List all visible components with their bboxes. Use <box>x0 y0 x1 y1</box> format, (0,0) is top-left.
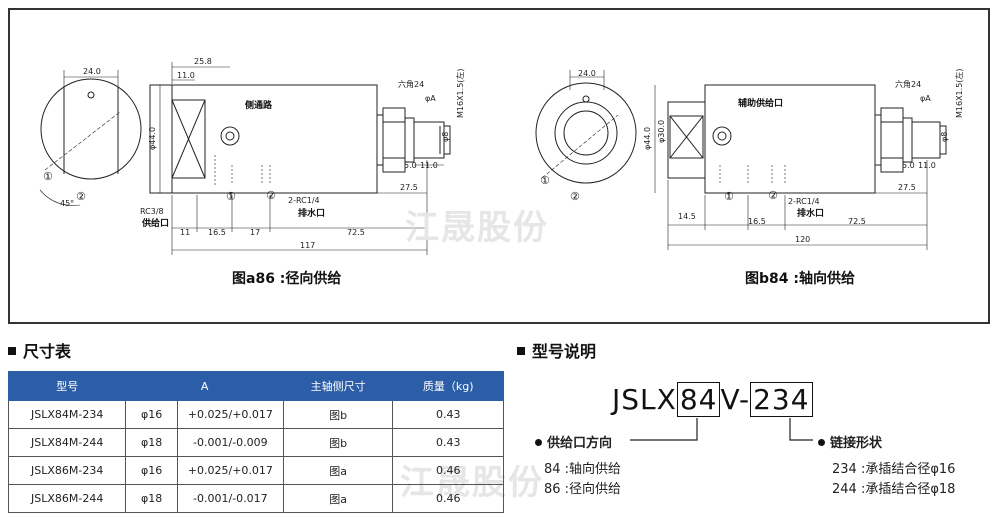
b-dim-275: 27.5 <box>898 183 916 192</box>
b-dim-m16: M16X1.5(左) <box>954 68 964 118</box>
link-shape-title-text: 链接形状 <box>830 436 883 451</box>
cell-spindle-fig: 图b <box>282 400 394 429</box>
a-circle-1-end: ① <box>43 170 53 183</box>
a-dim-phi8: φ8 <box>441 132 450 142</box>
a-dim-17: 17 <box>250 228 260 237</box>
a-dim-b11: 11 <box>180 228 190 237</box>
watermark-top: 江晟股份 <box>405 208 549 248</box>
cell-a-phi: φ16 <box>125 456 178 485</box>
cell-a-phi: φ18 <box>125 484 178 513</box>
b-dim-30: φ30.0 <box>657 120 666 143</box>
supply-direction-title: 供给口方向 <box>535 432 612 451</box>
a-circle-2-side: ② <box>266 189 276 202</box>
a-dim-50: 5.0 <box>404 161 417 170</box>
b-dim-120: 120 <box>795 235 810 244</box>
cell-model: JSLX84M-234 <box>7 400 127 429</box>
model-code-1: 84 <box>676 382 721 417</box>
b-dim-110: 11.0 <box>918 161 936 170</box>
supply-direction-title-text: 供给口方向 <box>547 436 613 451</box>
figure-b-caption: 图b84 :轴向供给 <box>745 271 855 287</box>
b-label-drain: 排水口 <box>797 207 824 219</box>
a-dim-275: 27.5 <box>400 183 418 192</box>
a-label-supply: 供给口 <box>141 217 169 229</box>
a-dim-258: 25.8 <box>194 57 212 66</box>
b-label-rc2: 2-RC1/4 <box>788 197 820 206</box>
cell-model: JSLX86M-234 <box>7 456 127 485</box>
col-header-spindle: 主轴侧尺寸 <box>282 371 394 401</box>
link-shape-title: 链接形状 <box>818 432 882 451</box>
cell-a-tolerance: -0.001/-0.009 <box>176 428 284 457</box>
a-dim-phia: φA <box>425 94 436 103</box>
cell-model: JSLX86M-244 <box>7 484 127 513</box>
dot-icon <box>535 439 542 446</box>
b-end-view-circle <box>535 82 637 184</box>
cell-mass: 0.43 <box>392 400 504 429</box>
model-explain-title-text: 型号说明 <box>532 342 597 361</box>
b-dim-hex: 六角24 <box>895 79 921 89</box>
b-circle-2-end: ② <box>570 190 580 203</box>
dimension-table-title: 尺寸表 <box>8 338 71 362</box>
b-dim-145: 14.5 <box>678 212 696 221</box>
a-dim-hex: 六角24 <box>398 79 424 89</box>
a-dim-45: 45° <box>60 199 74 208</box>
cell-mass: 0.46 <box>392 484 504 513</box>
cell-a-tolerance: -0.001/-0.017 <box>176 484 284 513</box>
square-bullet-icon <box>8 346 16 355</box>
dimension-table-title-text: 尺寸表 <box>23 342 72 361</box>
supply-item-86: 86 :径向供给 <box>544 482 622 497</box>
a-label-rc2: 2-RC1/4 <box>288 196 320 205</box>
b-circle-1-end: ① <box>540 174 550 187</box>
model-dash: V- <box>720 383 751 416</box>
a-circle-2-end: ② <box>76 190 86 203</box>
b-dim-165: 16.5 <box>748 217 766 226</box>
figure-a-caption: 图a86 :径向供给 <box>232 271 342 287</box>
b-dim-phi8: φ8 <box>940 132 949 142</box>
b-circle-2-side: ② <box>768 189 778 202</box>
a-dim-110: 11.0 <box>420 161 438 170</box>
supply-item-84: 84 :轴向供给 <box>544 462 622 477</box>
square-bullet-icon <box>517 346 525 355</box>
a-dim-24: 24.0 <box>83 67 101 76</box>
a-dim-11: 11.0 <box>177 71 195 80</box>
b-dim-24: 24.0 <box>578 69 596 78</box>
model-explain-title: 型号说明 <box>517 338 596 362</box>
b-label-aux: 辅助供给口 <box>738 97 783 109</box>
a-dim-725: 72.5 <box>347 228 365 237</box>
a-dim-m16: M16X1.5(左) <box>455 68 465 118</box>
b-dim-725: 72.5 <box>848 217 866 226</box>
a-end-view-circle <box>40 78 142 180</box>
model-prefix: JSLX <box>612 383 677 416</box>
col-header-model: 型号 <box>7 371 127 401</box>
cell-mass: 0.43 <box>392 428 504 457</box>
b-circle-1-side: ① <box>724 190 734 203</box>
a-dim-44: φ44.0 <box>148 127 157 150</box>
dot-icon <box>818 439 825 446</box>
technical-drawing: 24.0 25.8 11.0 φ44.0 45° 11 16.5 17 72.5… <box>39 57 964 255</box>
model-code-2: 234 <box>750 382 813 417</box>
a-label-rc: RC3/8 <box>140 207 164 216</box>
b-dim-50: 5.0 <box>902 161 915 170</box>
link-item-234: 234 :承插结合径φ16 <box>832 462 956 477</box>
b-dim-44: φ44.0 <box>643 127 652 150</box>
a-label-drain: 排水口 <box>298 207 325 219</box>
link-item-244: 244 :承插结合径φ18 <box>832 482 956 497</box>
a-dim-117: 117 <box>300 241 315 250</box>
a-label-side-port: 侧通路 <box>245 99 273 111</box>
cell-spindle-fig: 图a <box>282 456 394 485</box>
cell-spindle-fig: 图a <box>282 484 394 513</box>
col-header-mass: 质量（kg) <box>392 371 504 401</box>
b-dim-phia: φA <box>920 94 931 103</box>
a-dim-165: 16.5 <box>208 228 226 237</box>
a-circle-1-side: ① <box>226 190 236 203</box>
